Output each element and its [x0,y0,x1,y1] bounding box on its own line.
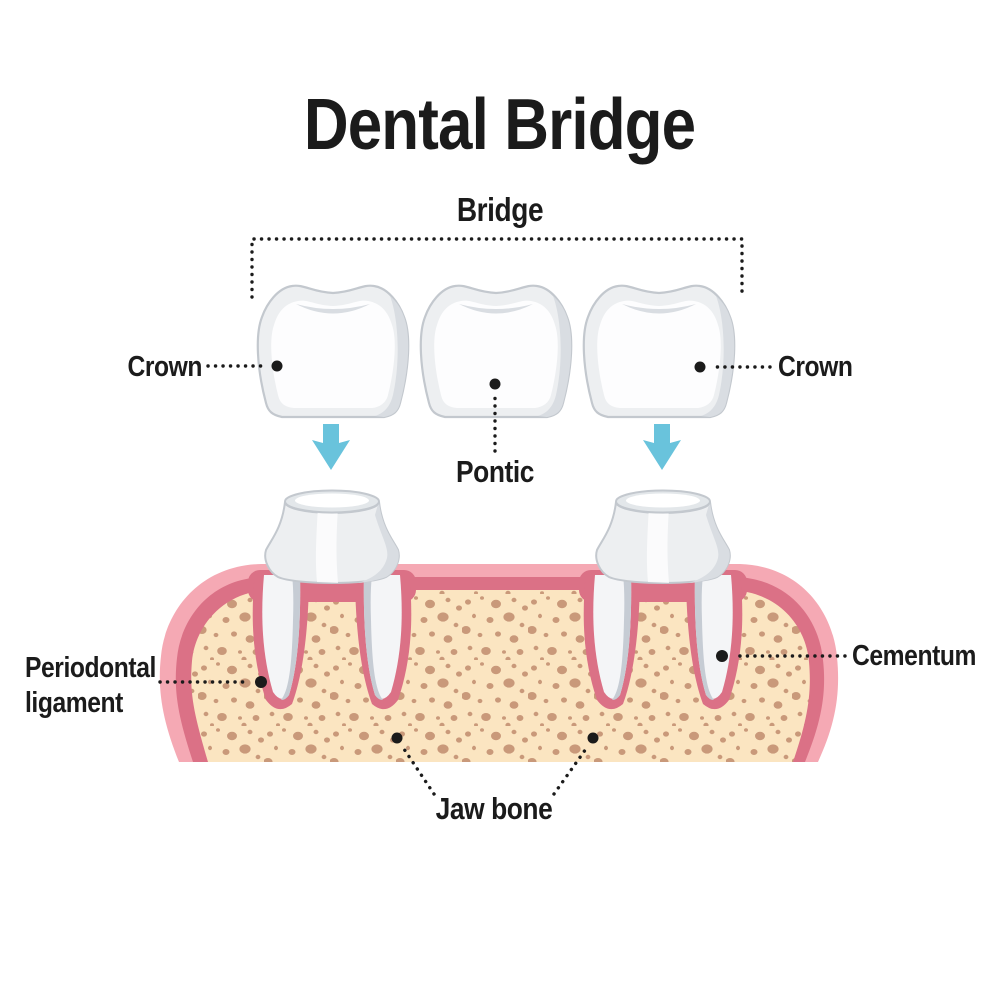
periodontal-ligament-label: Periodontal ligament [25,652,156,720]
cementum-label: Cementum [852,640,976,672]
down-arrow-icon [643,424,681,470]
leader-lines [158,360,847,796]
diagram-title: Dental Bridge [304,85,696,165]
crown-tooth-right [582,284,736,419]
crown-tooth-left [256,284,410,419]
jawbone-leader-right [552,744,590,796]
jawbone-leader-left [400,744,436,796]
jaw-bone-fill [191,590,810,762]
bridge-bracket [250,237,744,299]
crown-right-label: Crown [778,351,853,383]
jaw-bone-label: Jaw bone [435,791,553,826]
bridge-label: Bridge [456,191,544,228]
down-arrow-icon [312,424,350,470]
pontic-label: Pontic [456,454,534,489]
crown-left-label: Crown [127,351,202,383]
jaw-cross-section [159,564,839,762]
